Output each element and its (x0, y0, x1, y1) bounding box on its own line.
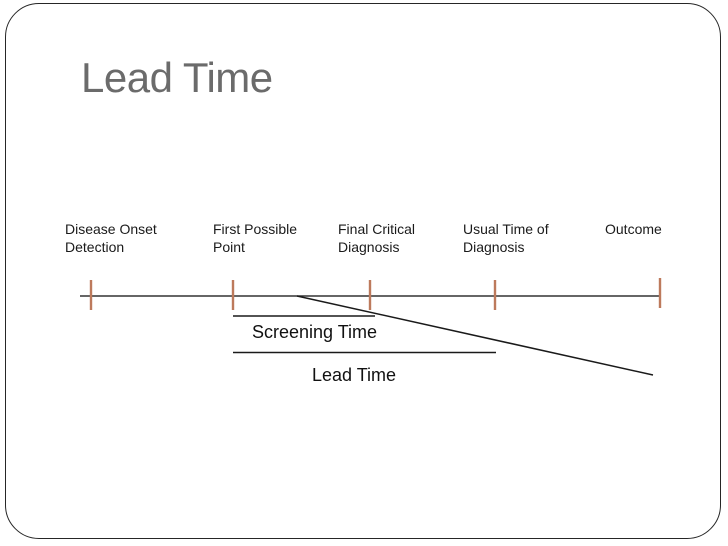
milestone-label-line2: Detection (65, 239, 125, 255)
milestone-label-line1: First Possible (213, 221, 298, 237)
milestone-label-line1: Usual Time of (463, 221, 549, 237)
milestone-label-line2: Diagnosis (338, 239, 400, 255)
milestone-label-line2: Diagnosis (463, 239, 525, 255)
lead-time-label: Lead Time (312, 365, 397, 385)
diagonal-line (296, 295, 654, 376)
milestone-label-disease-onset-detection: Disease Onset Detection (65, 220, 157, 256)
screening-time-label: Screening Time (252, 322, 378, 342)
milestone-label-usual-time-of-diagnosis: Usual Time of Diagnosis (463, 220, 549, 256)
milestone-label-first-possible-point: First Possible Point (213, 220, 297, 256)
slide-title: Lead Time (81, 54, 273, 101)
milestone-label-line1: Final Critical (338, 221, 416, 237)
slide-frame-border (5, 3, 721, 539)
milestone-label-line1: Outcome (605, 221, 662, 237)
milestone-label-outcome: Outcome (605, 220, 662, 238)
milestone-label-line2: Point (213, 239, 245, 255)
milestone-label-line1: Disease Onset (65, 221, 157, 237)
milestone-label-final-critical-diagnosis: Final Critical Diagnosis (338, 220, 415, 256)
